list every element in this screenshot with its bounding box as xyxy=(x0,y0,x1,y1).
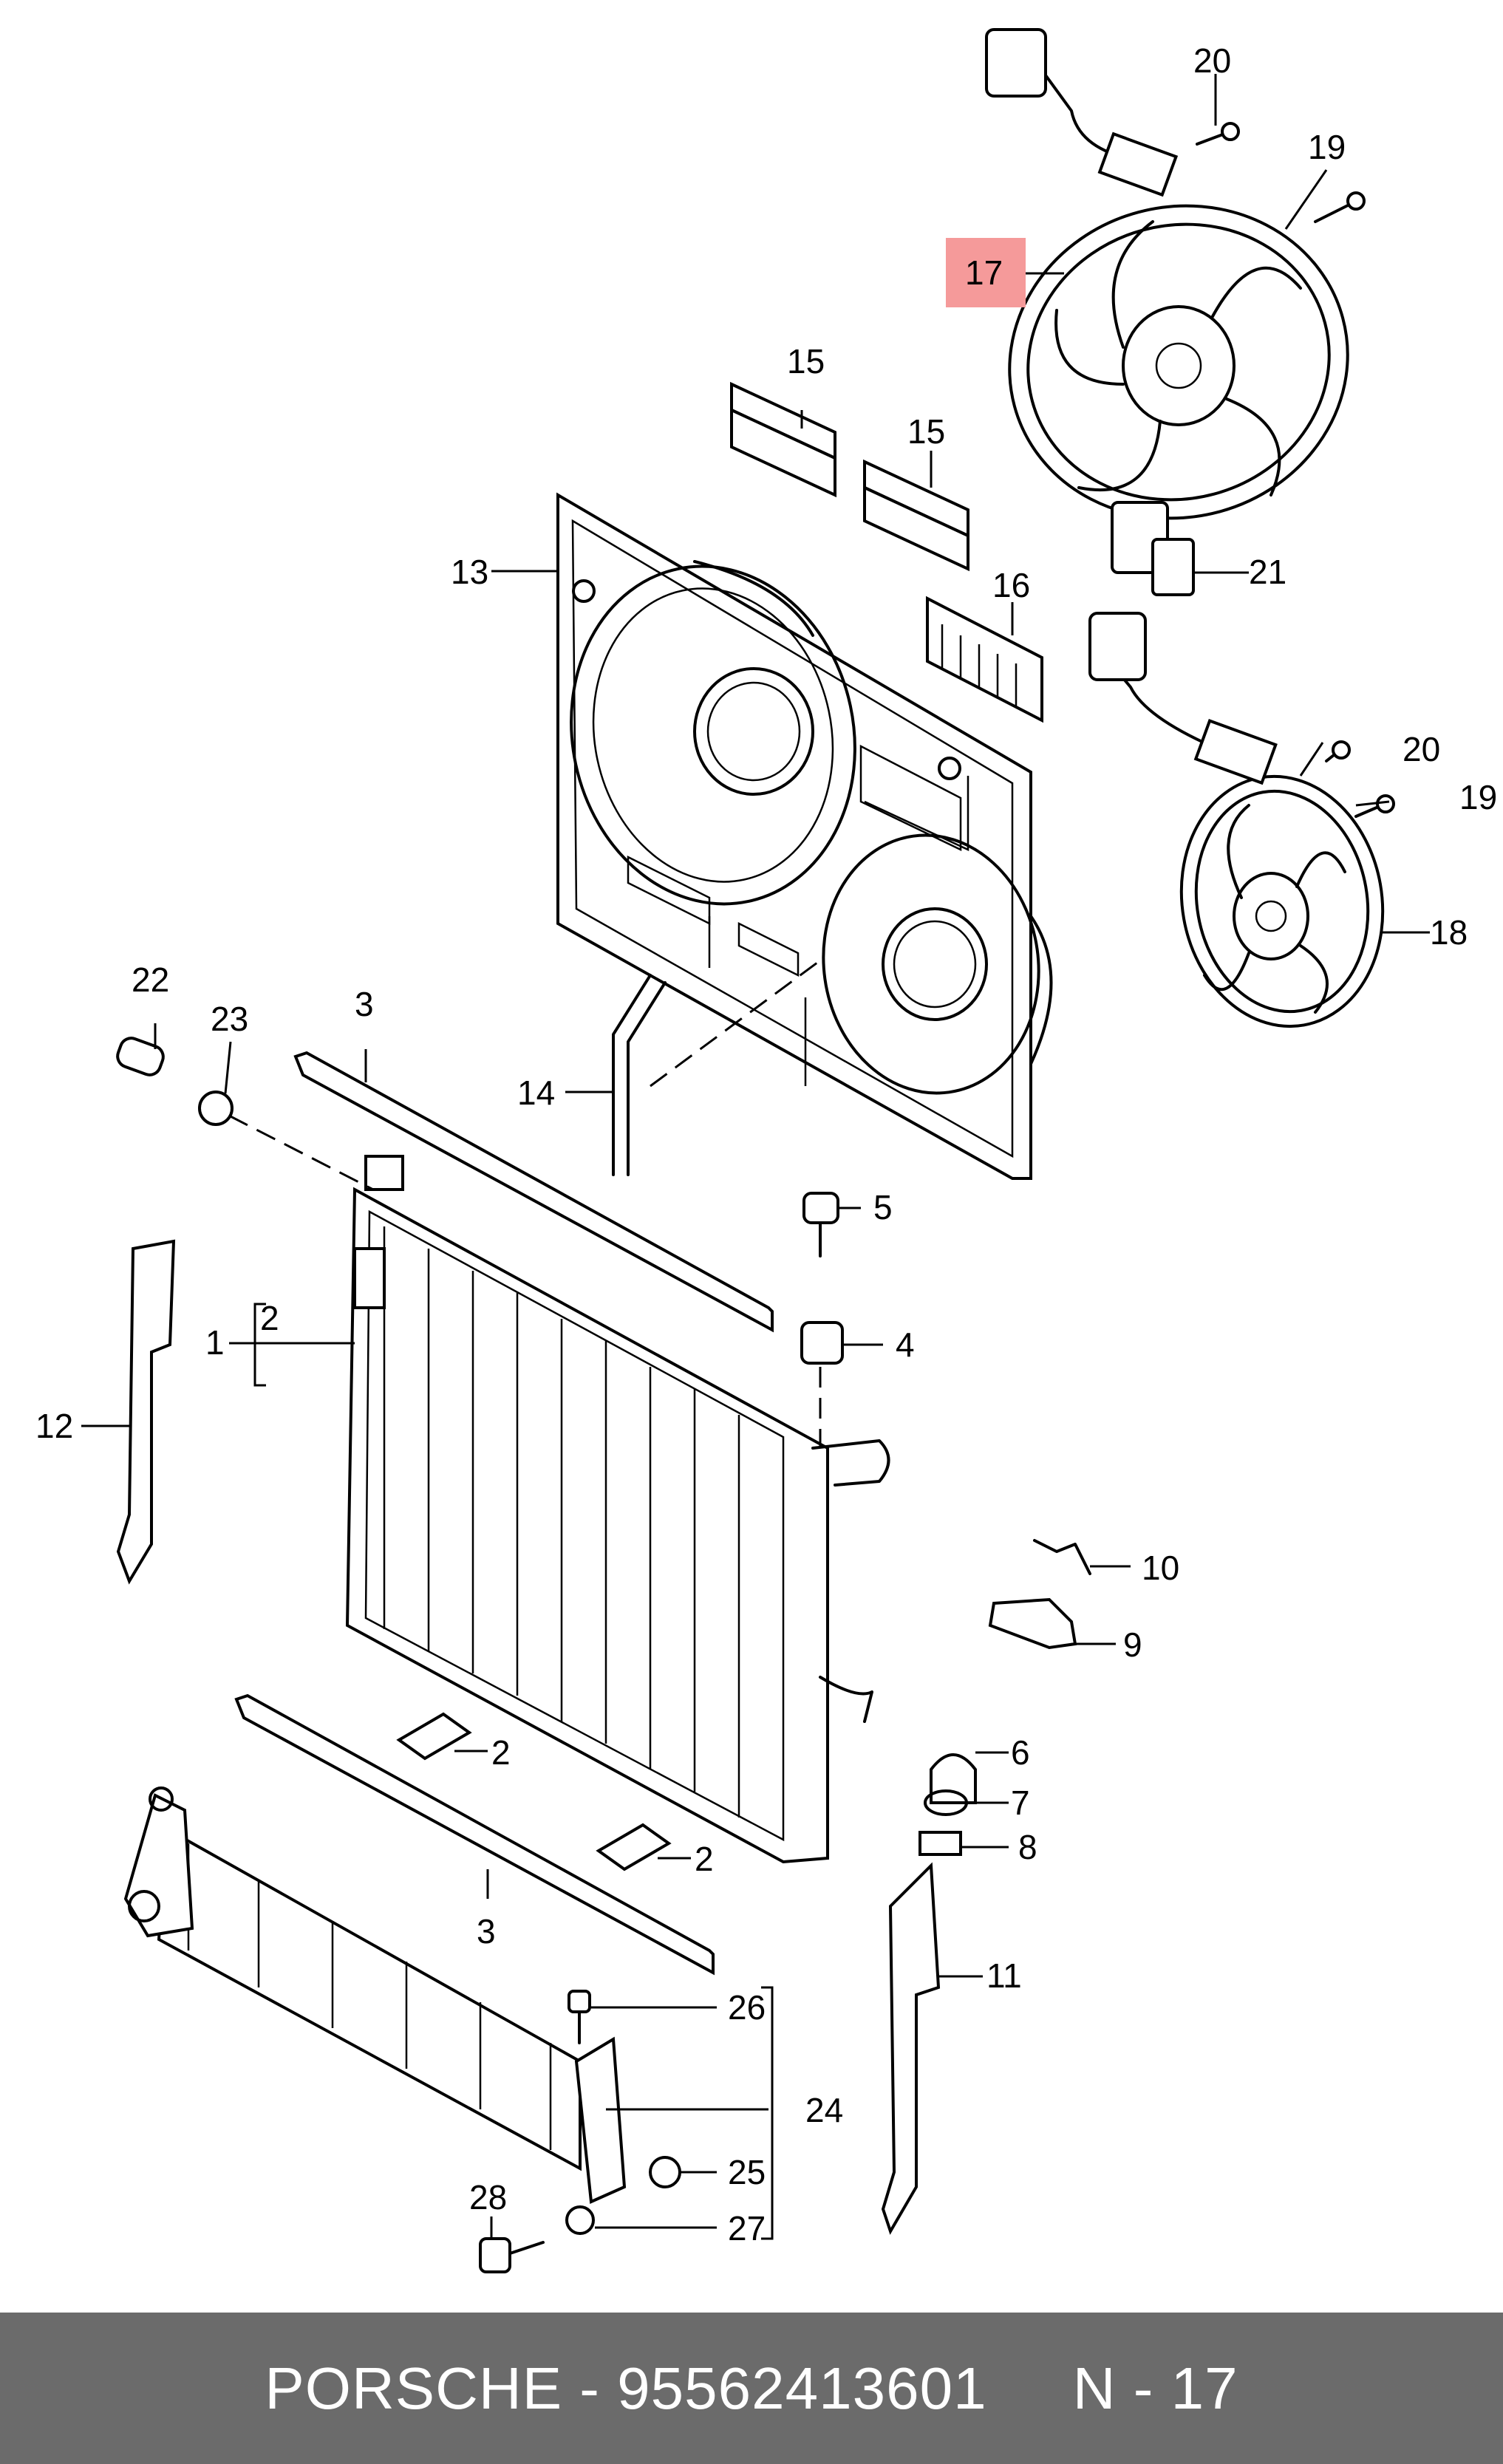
page-reference: N - 17 xyxy=(1072,2355,1238,2421)
callout-24: 24 xyxy=(805,2091,843,2129)
callout-2-upper: 2 xyxy=(491,1733,511,1772)
part-footer: PORSCHE - 95562413601 N - 17 xyxy=(0,2313,1503,2464)
callout-15-left: 15 xyxy=(787,342,825,380)
callout-16: 16 xyxy=(992,566,1030,604)
callout-labels: 17 20 19 15 15 16 21 20 19 18 13 14 3 22… xyxy=(35,41,1497,2248)
callout-8: 8 xyxy=(1018,1828,1037,1866)
callout-11: 11 xyxy=(986,1956,1022,1995)
parts-diagram: 17 20 19 15 15 16 21 20 19 18 13 14 3 22… xyxy=(35,28,1497,2273)
callout-10: 10 xyxy=(1142,1549,1179,1587)
fan-shroud xyxy=(556,492,1053,1180)
callout-20-top: 20 xyxy=(1193,41,1231,80)
callout-19-bottom: 19 xyxy=(1459,778,1497,816)
leader-lines xyxy=(81,74,1430,2240)
callout-6: 6 xyxy=(1011,1733,1030,1772)
upper-seal-bar xyxy=(293,1051,774,1333)
callout-15-right: 15 xyxy=(907,412,945,451)
callout-25: 25 xyxy=(728,2153,766,2191)
gap xyxy=(987,2355,1073,2423)
part-number: 95562413601 xyxy=(617,2355,987,2421)
callout-1: 1 xyxy=(205,1323,225,1362)
separator: - xyxy=(562,2355,618,2421)
highlight-17 xyxy=(946,238,1026,307)
callout-3-bottom: 3 xyxy=(477,1912,496,1951)
callout-2-lower: 2 xyxy=(695,1840,714,1878)
small-radiator-fan xyxy=(1088,612,1385,1028)
callout-2-bracket: 2 xyxy=(260,1299,279,1337)
callout-9: 9 xyxy=(1123,1625,1142,1664)
callout-4: 4 xyxy=(896,1325,915,1364)
right-side-panel xyxy=(881,1862,941,2235)
grille-bracket xyxy=(926,595,1043,723)
callout-27: 27 xyxy=(728,2209,766,2248)
callout-22: 22 xyxy=(132,960,169,999)
callout-5: 5 xyxy=(873,1188,893,1226)
callout-3-top: 3 xyxy=(355,985,374,1023)
seal-strip-upper xyxy=(730,381,836,498)
callout-26: 26 xyxy=(728,1988,766,2027)
lower-seal-bar xyxy=(234,1693,715,1976)
callout-17: 17 xyxy=(965,253,1003,292)
callout-19-top: 19 xyxy=(1308,128,1346,166)
assembly-lines xyxy=(228,959,822,1448)
oil-cooler xyxy=(123,1786,627,2204)
screws-fan xyxy=(1196,122,1395,818)
callout-21: 21 xyxy=(1249,553,1286,591)
seal-strip-lower xyxy=(863,459,969,572)
callout-14: 14 xyxy=(517,1074,555,1112)
radiator-assembly xyxy=(345,1155,890,1864)
callout-18: 18 xyxy=(1430,913,1468,952)
callout-20-bottom: 20 xyxy=(1403,730,1440,768)
small-hardware xyxy=(116,1037,1091,2273)
callout-23: 23 xyxy=(211,1000,248,1038)
air-guide-strip xyxy=(612,974,667,1176)
radiator-mount-clips xyxy=(396,1712,672,1871)
callout-12: 12 xyxy=(35,1407,73,1445)
left-side-panel xyxy=(116,1239,176,1585)
brand-name: PORSCHE xyxy=(265,2355,563,2421)
callout-7: 7 xyxy=(1011,1784,1030,1822)
large-radiator-fan xyxy=(985,28,1349,520)
callout-28: 28 xyxy=(469,2178,507,2216)
callout-13: 13 xyxy=(451,553,488,591)
connector-bracket xyxy=(1111,501,1195,596)
